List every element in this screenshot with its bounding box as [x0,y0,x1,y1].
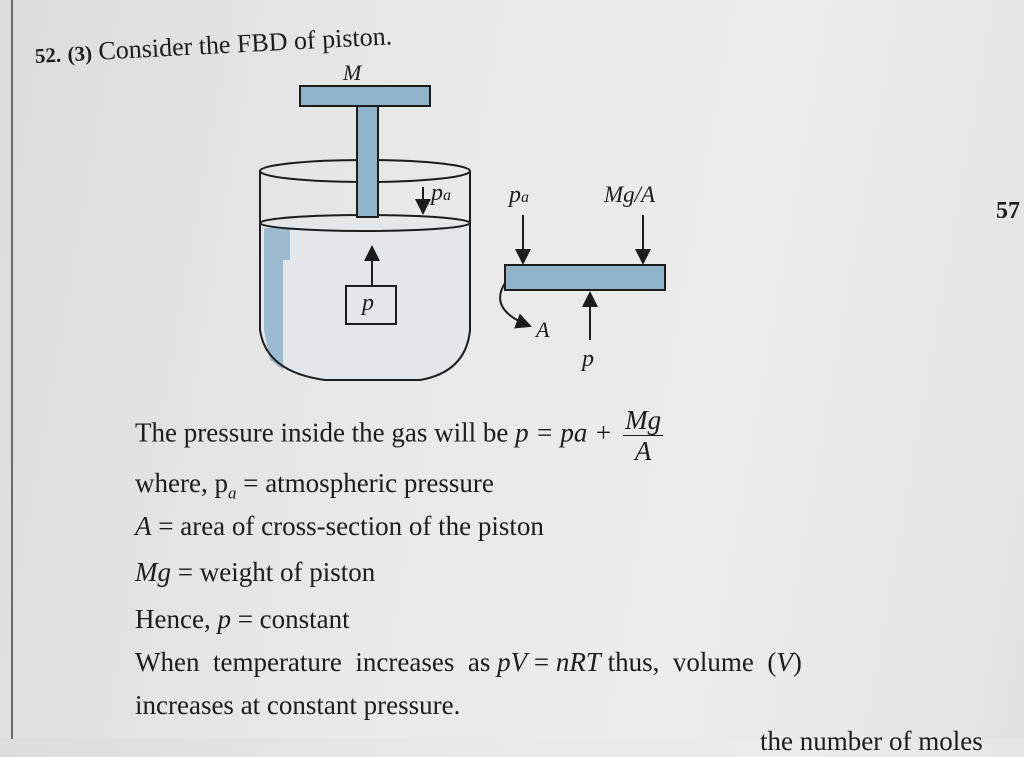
body-line-7: increases at constant pressure. [135,690,461,720]
piston-handle [299,85,431,107]
body-line-5: Hence, p = constant [135,604,350,634]
body-line-3: A = area of cross-section of the piston [135,511,544,541]
label-pa-left: pa [431,180,451,206]
piston-slab [504,264,666,291]
label-pa-right: pa [509,182,529,208]
body-line-2: where, pa = atmospheric pressure [135,468,494,503]
piston-rod [356,104,379,218]
page-margin-line [11,0,13,739]
gas-fill [261,223,471,380]
cylinder-wall [259,171,471,381]
label-mg-per-a: Mg/A [604,182,656,207]
label-pressure-box: p [362,290,374,316]
body-line-6: When temperature increases as pV = nRT t… [135,647,802,677]
body-line-8-partial: the number of moles [760,726,983,756]
label-pressure-right: p [582,346,594,372]
side-page-number: 57 [996,198,1020,224]
piston-fbd-diagram [259,85,666,381]
gas-shade [264,228,290,370]
label-area: A [536,317,550,342]
body-line-1: The pressure inside the gas will be p = … [135,405,664,466]
body-line-4: Mg = weight of piston [135,557,376,587]
label-mass: M [343,60,362,85]
